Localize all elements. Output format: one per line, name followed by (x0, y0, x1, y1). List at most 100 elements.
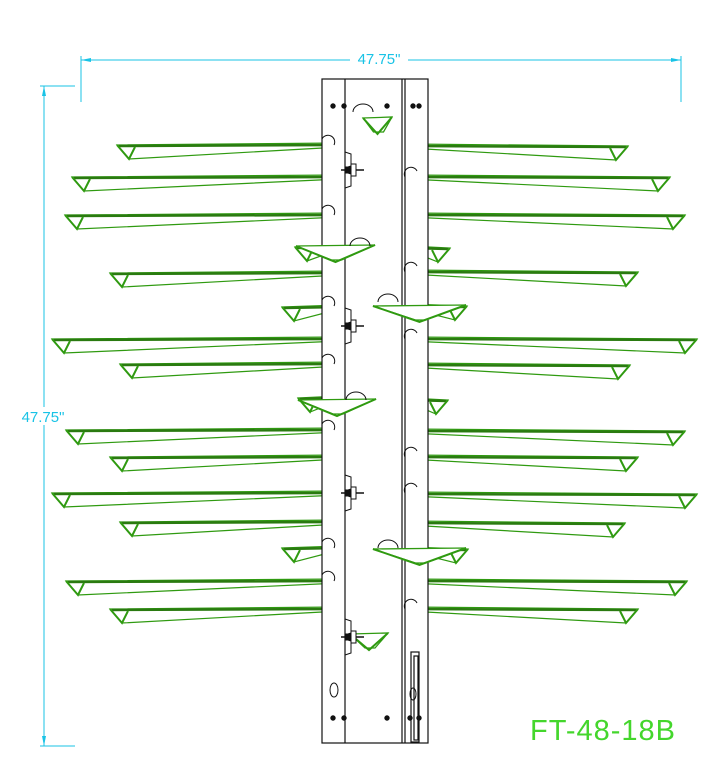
center-fin (297, 398, 377, 418)
mounting-hole (407, 715, 413, 721)
key-slot (409, 687, 417, 701)
left-fin (118, 519, 341, 538)
clip-tab (403, 328, 418, 340)
right-fin (407, 174, 672, 193)
right-fin (407, 212, 687, 231)
width-arrow-right (671, 58, 681, 62)
mounting-hole (384, 715, 390, 721)
fin-tip (51, 338, 71, 355)
height-label: 47.75" (22, 409, 65, 426)
mounting-hole (416, 715, 422, 721)
fin-tip (678, 493, 698, 510)
fin-edge (121, 362, 341, 367)
fin-tip (666, 430, 686, 447)
center-fin (295, 244, 376, 264)
bolt-nut (345, 166, 351, 174)
height-label-bg (14, 407, 72, 425)
fin-edge (407, 213, 684, 218)
fins-left (50, 142, 364, 648)
left-fin (64, 578, 341, 597)
center-fin-tip (295, 244, 376, 264)
clip-tab (321, 419, 336, 431)
fin-edge (53, 491, 341, 496)
mounting-hole (330, 103, 336, 109)
mounting-hole (416, 103, 422, 109)
clip-tab (321, 295, 336, 307)
fin-edge (53, 337, 341, 342)
key-slot (329, 682, 339, 698)
left-fin (118, 361, 341, 380)
width-dimension: 47.75" (80, 50, 682, 102)
bolt-head (350, 163, 357, 177)
fin-edge (407, 270, 637, 275)
fin-tip (119, 521, 139, 538)
fin-tip (65, 580, 85, 597)
left-fin (50, 336, 341, 355)
mounting-hole (384, 103, 390, 109)
fin-edge (407, 144, 627, 149)
clip-tab (321, 537, 336, 549)
fin-edge (111, 455, 341, 460)
fin-tip (448, 305, 468, 322)
fin-tip (281, 547, 301, 564)
clip-tab (321, 204, 336, 216)
fin-tip (606, 522, 626, 539)
left-fin (64, 427, 341, 446)
fin-tip (609, 145, 629, 162)
left-fin (115, 142, 341, 161)
center-fin (361, 116, 394, 136)
fin-tip (611, 364, 631, 381)
right-fin (407, 143, 630, 162)
fin-tip (119, 363, 139, 380)
right-fin (407, 428, 687, 447)
fin-edge (67, 579, 341, 584)
center-fin-tip (297, 398, 377, 418)
fin-tip (109, 608, 129, 625)
center-fin (372, 304, 467, 324)
bolt-head (350, 486, 357, 500)
fin-edge (407, 521, 624, 526)
left-fin (108, 270, 341, 289)
fin-edge (67, 428, 341, 433)
fin-edge (407, 579, 686, 584)
fins-center (295, 116, 467, 652)
fins-right (373, 143, 699, 648)
clip-tab (321, 570, 336, 582)
mounting-hole (330, 715, 336, 721)
clip-tab (403, 598, 418, 610)
fin-edge (407, 175, 669, 180)
center-fin-tip (372, 547, 467, 567)
width-label: 47.75" (358, 51, 401, 68)
fin-tip (431, 247, 451, 264)
center-fin-blade (361, 116, 394, 133)
fin-tip (668, 580, 688, 597)
fin-edge (73, 175, 341, 180)
right-fin (407, 491, 699, 510)
mounting-hardware (321, 103, 422, 721)
mounting-hole (341, 715, 347, 721)
right-fin (407, 578, 689, 597)
right-fin (407, 336, 699, 355)
height-arrow-bottom (42, 736, 46, 746)
fin-tip (65, 429, 85, 446)
left-fin (50, 490, 341, 509)
bolt (341, 474, 364, 512)
fin-edge (111, 271, 341, 276)
fin-tip (619, 456, 639, 473)
fin-tip (678, 338, 698, 355)
clip-tab (403, 261, 418, 273)
fin-edge (111, 607, 341, 612)
bolt-nut (345, 633, 351, 641)
fin-tip (51, 492, 71, 509)
fin-tip (619, 271, 639, 288)
left-fin (70, 174, 341, 193)
width-label-bg (350, 50, 408, 67)
right-fin (407, 454, 640, 473)
clip-tab (321, 134, 336, 146)
center-fin (372, 547, 467, 567)
fin-tip (281, 306, 301, 323)
fin-tip (666, 214, 686, 231)
fin-edge (407, 492, 696, 497)
fin-tip (429, 399, 449, 416)
